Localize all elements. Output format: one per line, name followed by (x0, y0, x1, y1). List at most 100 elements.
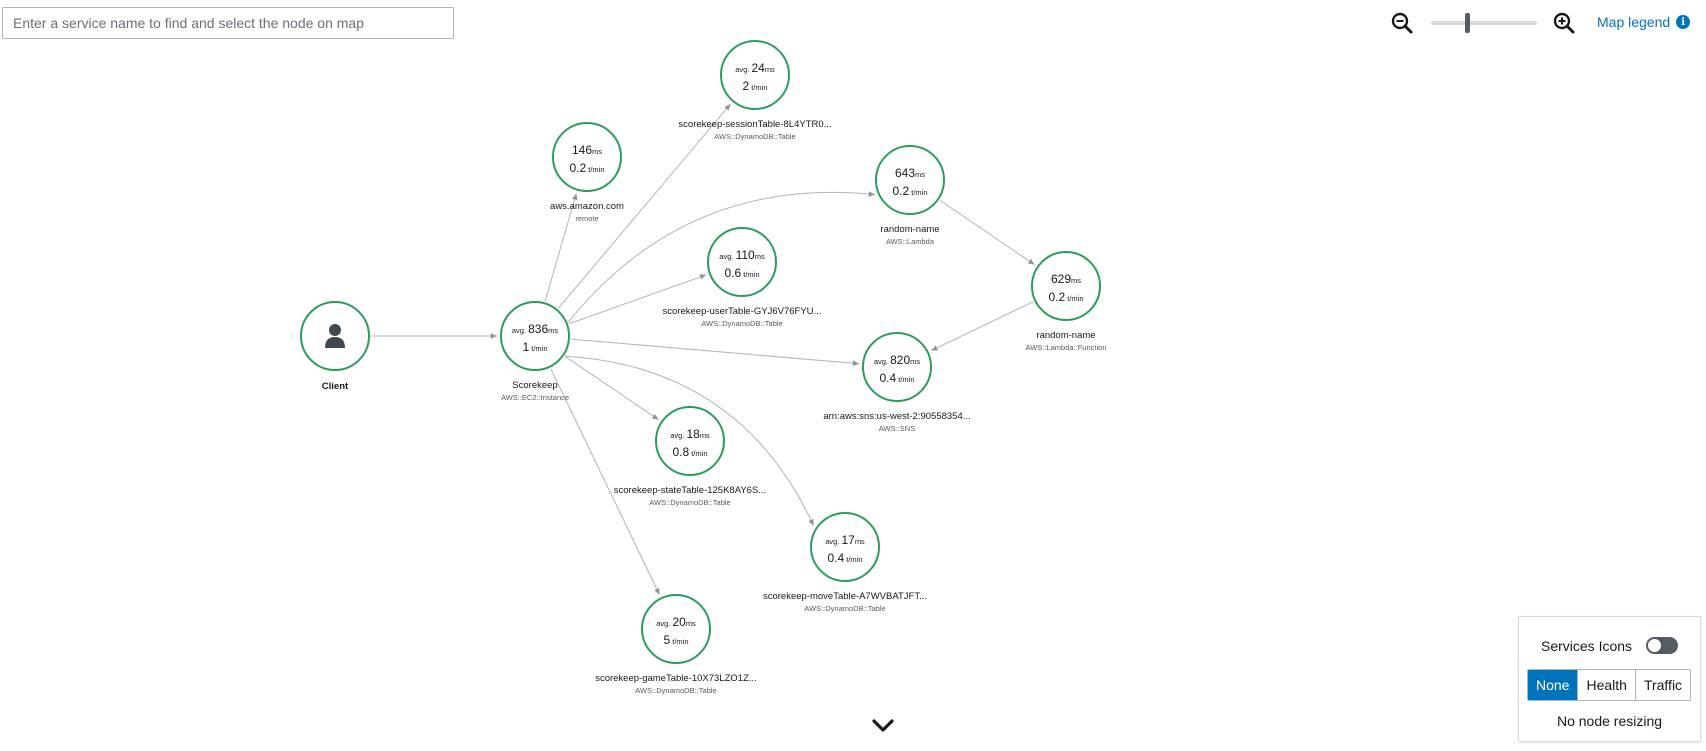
zoom-in-icon[interactable] (1552, 11, 1576, 35)
node-circle[interactable] (810, 512, 880, 582)
services-icons-row: Services Icons (1541, 637, 1679, 654)
latency-value: 20 (672, 615, 686, 629)
node-type-label: remote (575, 214, 598, 223)
rate-value: 0.6 (724, 266, 741, 280)
node-label: random-name (1036, 330, 1095, 341)
node-circle[interactable] (552, 122, 622, 192)
rate-unit: t/min (741, 270, 759, 279)
node-type-label: AWS::DynamoDB::Table (804, 604, 885, 613)
node-label: scorekeep-moveTable-A7WVBATJFT... (763, 591, 927, 602)
rate-value: 0.2 (569, 161, 586, 175)
node-label: Scorekeep (512, 380, 557, 391)
node-rate: 0.2 t/min (892, 184, 927, 198)
search-input[interactable] (2, 7, 454, 39)
edge-scorekeep-to-lambda[interactable] (567, 191, 875, 323)
latency-value: 18 (686, 427, 700, 441)
toggle-knob (1648, 639, 1662, 652)
zoom-slider-track (1431, 21, 1537, 25)
rate-unit: t/min (689, 449, 707, 458)
latency-prefix: avg. (719, 252, 735, 261)
latency-value: 820 (890, 353, 910, 367)
rate-value: 0.2 (1048, 290, 1065, 304)
latency-unit: ms (686, 619, 696, 628)
rate-value: 0.4 (827, 551, 844, 565)
node-latency: avg. 20ms (656, 615, 696, 629)
rate-unit: t/min (1065, 294, 1083, 303)
zoom-out-icon[interactable] (1390, 11, 1414, 35)
latency-prefix: avg. (670, 431, 686, 440)
edge-scorekeep-to-user-table[interactable] (568, 274, 707, 325)
map-legend-link[interactable]: Map legend i (1597, 14, 1691, 30)
user-icon-head (329, 324, 341, 336)
node-label: scorekeep-stateTable-125K8AY6S... (614, 485, 766, 496)
latency-unit: ms (592, 147, 602, 156)
zoom-slider-thumb[interactable] (1465, 13, 1471, 33)
node-circle[interactable] (720, 40, 790, 110)
node-rate: 0.4 t/min (879, 371, 914, 385)
edge-lambda-to-lambda-function[interactable] (939, 199, 1035, 266)
node-latency: avg. 110ms (719, 248, 765, 262)
node-rate: 0.2 t/min (569, 161, 604, 175)
node-circle[interactable] (500, 301, 570, 371)
node-latency: 643ms (895, 166, 925, 180)
zoom-slider[interactable] (1431, 13, 1537, 33)
node-type-label: AWS::SNS (879, 424, 915, 433)
display-options-panel: Services Icons None Health Traffic No no… (1518, 616, 1701, 742)
node-circle[interactable] (655, 406, 725, 476)
node-label: random-name (880, 224, 939, 235)
node-state-table[interactable]: avg. 18ms 0.8 t/min scorekeep-stateTable-1… (614, 406, 766, 507)
latency-prefix: avg. (874, 357, 890, 366)
mode-traffic-button[interactable]: Traffic (1634, 670, 1691, 700)
rate-unit: t/min (586, 165, 604, 174)
mode-none-button[interactable]: None (1528, 670, 1578, 700)
rate-unit: t/min (749, 83, 767, 92)
resize-mode-description: No node resizing (1556, 713, 1663, 729)
node-type-label: AWS::Lambda::Function (1025, 343, 1106, 352)
latency-unit: ms (548, 326, 558, 335)
node-latency: avg. 836ms (512, 322, 559, 336)
rate-value: 1 (522, 340, 529, 354)
rate-unit: t/min (844, 555, 862, 564)
node-circle[interactable] (875, 145, 945, 215)
edge-scorekeep-to-state-table[interactable] (564, 355, 659, 421)
node-circle[interactable] (641, 594, 711, 664)
chevron-down-icon[interactable] (871, 716, 895, 736)
latency-unit: ms (1071, 276, 1081, 285)
latency-unit: ms (700, 431, 710, 440)
node-rate: 0.4 t/min (827, 551, 862, 565)
latency-unit: ms (855, 537, 865, 546)
map-legend-label: Map legend (1597, 14, 1671, 30)
node-client[interactable]: Client (300, 301, 370, 392)
mode-health-button[interactable]: Health (1577, 670, 1635, 700)
edge-lambda-function-to-sns[interactable] (931, 301, 1034, 352)
node-rate: 0.2 t/min (1048, 290, 1083, 304)
node-latency: avg. 24ms (735, 61, 775, 75)
node-circle[interactable] (707, 227, 777, 297)
node-label: scorekeep-gameTable-10X73LZO1Z... (595, 673, 757, 684)
latency-prefix: avg. (825, 537, 841, 546)
edge-scorekeep-to-game-table[interactable] (550, 368, 660, 595)
edge-scorekeep-to-session-table[interactable] (557, 103, 731, 309)
node-rate: 2 t/min (742, 79, 767, 93)
node-circle[interactable] (1031, 251, 1101, 321)
services-icons-toggle[interactable] (1646, 637, 1679, 654)
edge-scorekeep-to-aws-amazon[interactable] (544, 193, 578, 302)
node-circle[interactable] (862, 332, 932, 402)
node-type-label: AWS::Lambda (886, 237, 935, 246)
node-type-label: AWS::DynamoDB::Table (714, 132, 795, 141)
edge-scorekeep-to-sns[interactable] (570, 338, 860, 367)
node-type-label: AWS::DynamoDB::Table (649, 498, 730, 507)
rate-value: 0.8 (672, 445, 689, 459)
edge-scorekeep-to-move-table[interactable] (564, 355, 815, 526)
latency-prefix: avg. (656, 619, 672, 628)
